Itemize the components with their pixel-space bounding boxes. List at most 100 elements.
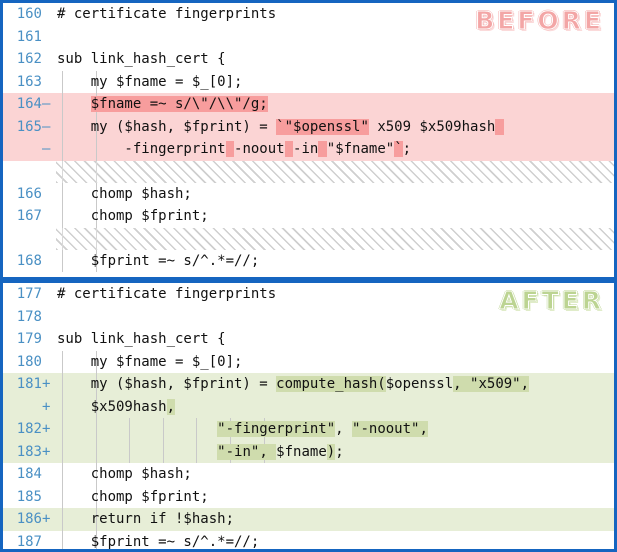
code-text[interactable]: $fname =~ s/\"/\\"/g; (53, 93, 614, 116)
line-number: 165 (16, 118, 42, 135)
code-text[interactable]: chomp $fprint; (53, 485, 614, 508)
line-number-gutter[interactable]: 184 (3, 463, 53, 486)
code-line-content: # certificate fingerprints (57, 6, 277, 22)
code-line[interactable]: 165– my ($hash, $fprint) = `"$openssl" x… (3, 115, 614, 139)
code-line[interactable]: 186+ return if !$hash; (3, 508, 614, 531)
word-diff-highlight: "-fingerprint" (217, 421, 336, 437)
code-line[interactable]: 177# certificate fingerprints (3, 283, 614, 306)
code-line[interactable]: 167 chomp $fprint; (3, 205, 614, 228)
line-number-gutter[interactable]: 166 (3, 183, 53, 206)
word-diff-highlight: $fname =~ s/\"/\\"/g; (90, 96, 268, 112)
line-number-gutter[interactable]: + (3, 396, 53, 419)
line-number-gutter[interactable]: 187 (3, 531, 53, 550)
line-number-gutter[interactable]: 177 (3, 283, 53, 306)
code-line-content: "-in", $fname); (217, 443, 344, 460)
diff-marker: + (42, 398, 51, 415)
line-number-gutter[interactable]: – (3, 138, 53, 161)
line-number: 167 (16, 208, 42, 224)
word-diff-highlight: "x509" (470, 376, 521, 392)
line-number-gutter[interactable]: 167 (3, 205, 53, 228)
code-line[interactable]: 160# certificate fingerprints (3, 3, 614, 26)
code-line[interactable]: 184 chomp $hash; (3, 463, 614, 486)
line-number-gutter[interactable]: 162 (3, 48, 53, 71)
code-line[interactable]: 182+ "-fingerprint", "-noout", (3, 418, 614, 441)
line-number-gutter[interactable]: 161 (3, 26, 53, 49)
code-line-content: sub link_hash_cert { (57, 331, 226, 347)
line-number-gutter[interactable]: 160 (3, 3, 53, 26)
diff-marker: + (42, 421, 51, 437)
line-number-gutter[interactable]: 165– (3, 116, 53, 139)
line-number-gutter[interactable]: 181+ (3, 373, 53, 396)
code-text[interactable]: return if !$hash; (53, 508, 614, 531)
line-number: 168 (16, 252, 42, 269)
code-text[interactable]: sub link_hash_cert { (53, 48, 614, 71)
word-diff-highlight: "-noout" (352, 421, 420, 437)
code-text[interactable]: # certificate fingerprints (53, 3, 614, 26)
code-line[interactable]: 161 (3, 25, 614, 49)
code-line[interactable]: 185 chomp $fprint; (3, 485, 614, 509)
hatch-pattern (56, 160, 614, 183)
indent-guides (53, 227, 614, 250)
code-text[interactable]: "-in", $fname); (53, 440, 614, 463)
line-number: 180 (16, 353, 42, 370)
line-number: 184 (16, 466, 42, 482)
code-text[interactable]: sub link_hash_cert { (53, 328, 614, 351)
code-text[interactable]: chomp $hash; (53, 463, 614, 486)
code-text[interactable]: # certificate fingerprints (53, 283, 614, 306)
code-line-content: my $fname = $_[0]; (57, 73, 243, 90)
line-number-gutter[interactable]: 178 (3, 306, 53, 329)
line-number-gutter[interactable]: 163 (3, 71, 53, 94)
code-text[interactable]: chomp $hash; (53, 182, 614, 205)
diff-marker: – (42, 141, 51, 157)
code-line[interactable]: 180 my $fname = $_[0]; (3, 350, 614, 374)
code-line-content: chomp $hash; (57, 185, 192, 202)
code-line[interactable]: 163 my $fname = $_[0]; (3, 70, 614, 94)
diff-marker: + (42, 511, 51, 527)
code-text[interactable]: $fprint =~ s/^.*=//; (53, 249, 614, 272)
code-line[interactable]: + $x509hash, (3, 395, 614, 419)
code-line[interactable]: 183+ "-in", $fname); (3, 440, 614, 464)
code-text[interactable]: $x509hash, (53, 395, 614, 418)
code-text[interactable]: -fingerprint -noout -in "$fname"`; (53, 138, 614, 161)
word-diff-highlight (284, 141, 294, 157)
code-line[interactable]: 168 $fprint =~ s/^.*=//; (3, 249, 614, 273)
word-diff-highlight: ` (394, 141, 403, 157)
code-line[interactable]: – -fingerprint -noout -in "$fname"`; (3, 138, 614, 161)
line-number: 183 (16, 443, 42, 460)
code-text[interactable]: my ($hash, $fprint) = `"$openssl" x509 $… (53, 115, 614, 138)
code-line[interactable]: 166 chomp $hash; (3, 182, 614, 206)
code-line[interactable]: 187 $fprint =~ s/^.*=//; (3, 530, 614, 550)
after-badge: AFTER (499, 286, 604, 315)
line-number-gutter[interactable]: 180 (3, 351, 53, 374)
code-line[interactable]: 164– $fname =~ s/\"/\\"/g; (3, 93, 614, 116)
code-line-content: my $fname = $_[0]; (57, 353, 243, 370)
line-number: 182 (16, 421, 42, 437)
code-text[interactable]: my $fname = $_[0]; (53, 70, 614, 93)
line-number-gutter[interactable]: 183+ (3, 441, 53, 464)
code-text[interactable]: my $fname = $_[0]; (53, 350, 614, 373)
code-text[interactable]: $fprint =~ s/^.*=//; (53, 530, 614, 549)
line-number-gutter[interactable]: 168 (3, 250, 53, 273)
code-text[interactable]: chomp $fprint; (53, 205, 614, 228)
line-number: 163 (16, 73, 42, 90)
hatch-pattern (56, 227, 614, 250)
code-text[interactable]: my ($hash, $fprint) = compute_hash($open… (53, 373, 614, 396)
code-text[interactable]: "-fingerprint", "-noout", (53, 418, 614, 441)
code-line[interactable]: 178 (3, 305, 614, 329)
line-number-gutter[interactable]: 179 (3, 328, 53, 351)
line-number-gutter[interactable]: 164– (3, 93, 53, 116)
line-number: 185 (16, 488, 42, 505)
line-number-gutter[interactable]: 185 (3, 486, 53, 509)
code-line[interactable]: 181+ my ($hash, $fprint) = compute_hash(… (3, 373, 614, 396)
line-number: 164 (16, 96, 42, 112)
collapsed-lines-separator (3, 160, 614, 183)
code-line-content: chomp $fprint; (57, 488, 209, 505)
word-diff-highlight: , (520, 376, 530, 392)
line-number-gutter[interactable]: 182+ (3, 418, 53, 441)
word-diff-highlight: compute_hash( (276, 376, 386, 392)
line-number-gutter[interactable]: 186+ (3, 508, 53, 531)
code-line-content: chomp $fprint; (57, 208, 209, 224)
